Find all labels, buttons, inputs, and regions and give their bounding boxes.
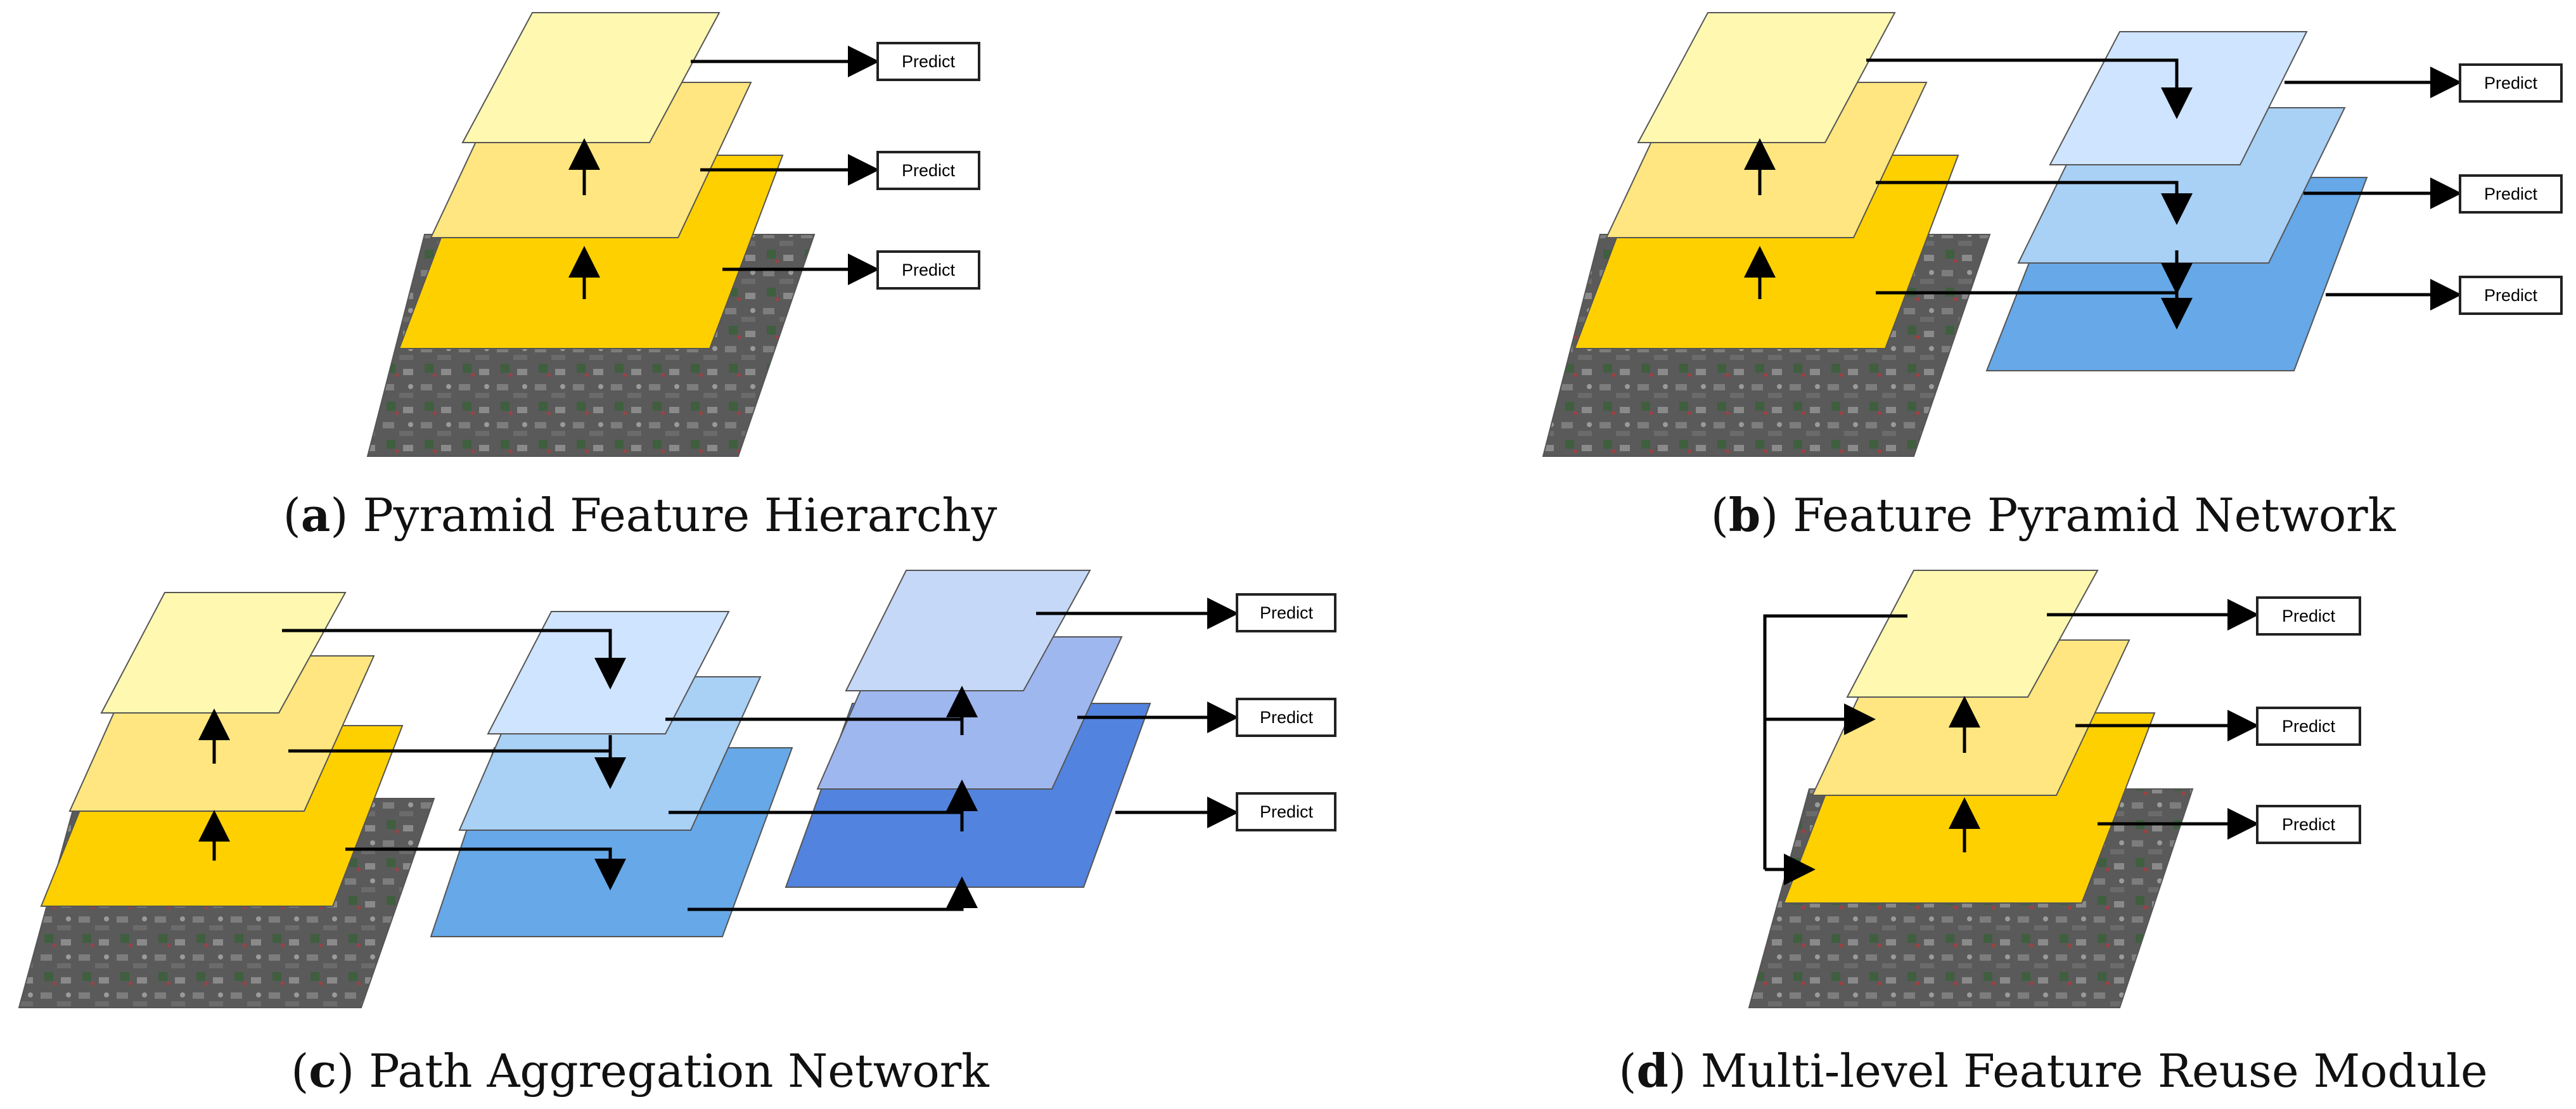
svg-text:Predict: Predict: [1260, 708, 1314, 727]
predict-box: Predict: [2256, 805, 2361, 844]
feature-level-top: [461, 12, 721, 143]
svg-text:Predict: Predict: [1260, 802, 1314, 821]
predict-box: Predict: [1236, 792, 1336, 831]
lateral-arrow: [1876, 181, 2193, 225]
svg-text:Predict: Predict: [902, 260, 956, 279]
svg-text:Predict: Predict: [902, 52, 956, 71]
predict-box: Predict: [1236, 593, 1336, 632]
svg-text:Predict: Predict: [902, 161, 956, 180]
feature-level-top: [1846, 570, 2099, 698]
svg-text:Predict: Predict: [2484, 74, 2538, 93]
panel-caption: (d) Multi-level Feature Reuse Module: [1618, 1044, 2487, 1098]
svg-text:Predict: Predict: [2282, 717, 2336, 736]
panel-caption: (c) Path Aggregation Network: [291, 1044, 990, 1098]
predict-box: Predict: [2459, 63, 2563, 103]
predict-box: Predict: [876, 151, 980, 190]
reuse-connector: [1763, 614, 1907, 869]
feature-level-top: [100, 592, 347, 714]
predict-box: Predict: [2459, 276, 2563, 315]
panel-caption: (b) Feature Pyramid Network: [1711, 488, 2397, 542]
panel-d: Predict Predict Predict (d) Multi-level …: [1618, 570, 2488, 1098]
lateral-arrow: [345, 847, 626, 890]
svg-text:Predict: Predict: [2282, 606, 2336, 625]
svg-text:Predict: Predict: [2484, 184, 2538, 203]
predict-box: Predict: [876, 42, 980, 81]
panel-c: Predict Predict Predict (c) Path Aggrega…: [18, 570, 1336, 1098]
predict-box: Predict: [1236, 698, 1336, 737]
feature-level-top: [1637, 12, 1896, 143]
svg-text:Predict: Predict: [2484, 286, 2538, 305]
svg-text:Predict: Predict: [1260, 603, 1314, 622]
top-down-arrow: [282, 629, 626, 689]
top-down-arrow: [1866, 58, 2193, 119]
panel-caption: (a) Pyramid Feature Hierarchy: [283, 488, 997, 542]
pan-level-top: [845, 570, 1091, 691]
predict-box: Predict: [876, 250, 980, 290]
predict-box: Predict: [2256, 707, 2361, 746]
bottom-up-path-arrow: [688, 876, 978, 911]
panel-b: Predict Predict Predict (b) Feature Pyra…: [1542, 12, 2563, 542]
svg-text:Predict: Predict: [2282, 815, 2336, 834]
panel-a: Predict Predict Predict (a) Pyramid Feat…: [283, 12, 997, 542]
predict-box: Predict: [2256, 596, 2361, 636]
predict-box: Predict: [2459, 174, 2563, 214]
